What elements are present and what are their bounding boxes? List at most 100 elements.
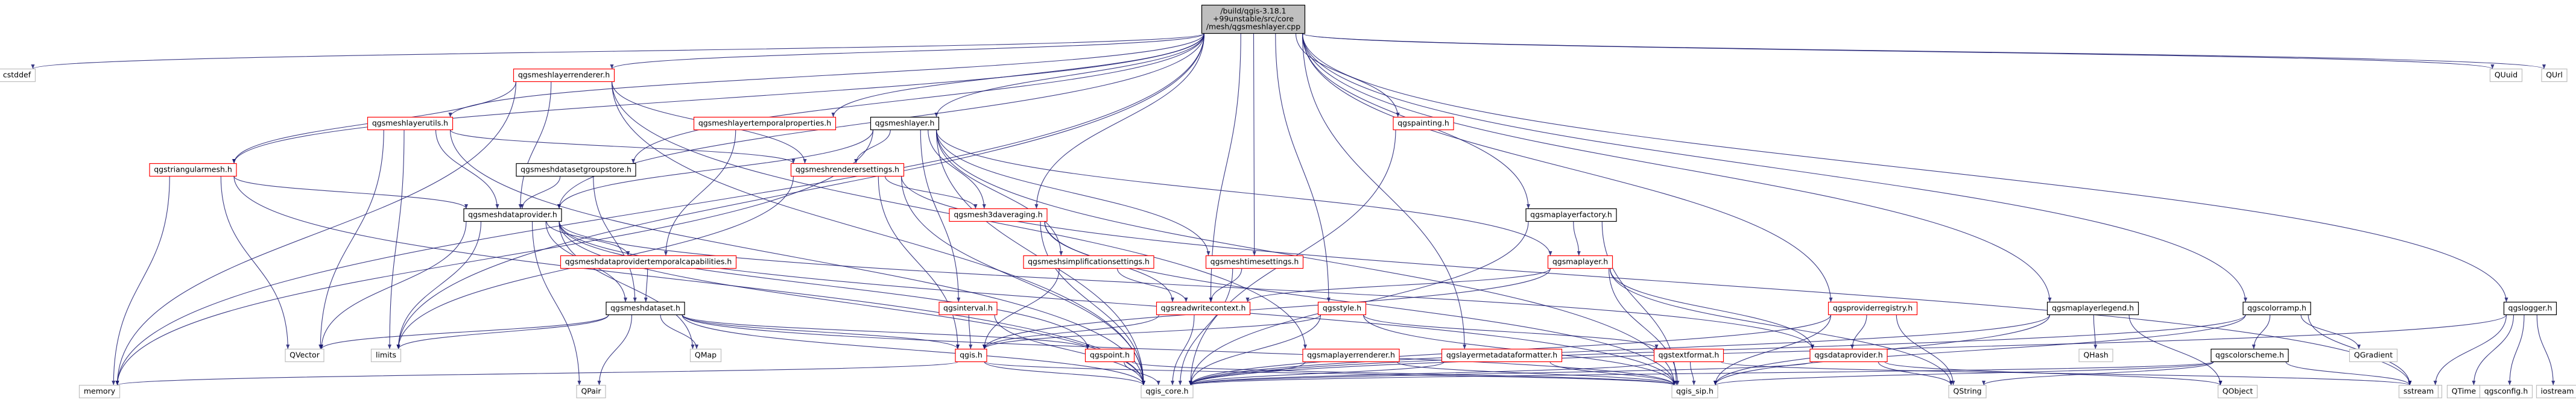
node-box: [1317, 301, 1367, 316]
node-qgsmaplayerlegend[interactable]: qgsmaplayerlegend.h: [2046, 301, 2139, 316]
node-qgsmeshtimesettings[interactable]: qgsmeshtimesettings.h: [1205, 255, 1304, 269]
edge-qgscolorscheme-to-qstring: [1982, 361, 2214, 386]
edge-qgslogger-to-qtime: [2472, 314, 2514, 386]
node-memory: memory: [78, 384, 121, 399]
node-label: qgsmaplayerlegend.h: [2052, 304, 2134, 313]
node-label: qgslogger.h: [2508, 304, 2552, 313]
edge-root-to-qgsmeshdatasetgroupstore: [631, 33, 1205, 164]
edge-qgslogger-to-qgsconfig: [2507, 314, 2525, 386]
edge-root-to-qgslogger: [1302, 33, 2508, 302]
edge-qgspoint-to-qgis_core: [1124, 361, 1160, 386]
node-box: [1671, 384, 1718, 399]
edge-qgsmeshlayerutils-to-qvector: [318, 130, 384, 349]
edge-qgsmeshlayer-to-qgsmesh3daveraging: [928, 130, 986, 209]
node-qgis[interactable]: qgis.h: [955, 348, 987, 363]
node-qgslogger[interactable]: qgslogger.h: [2503, 301, 2557, 316]
node-qgsmesh3daveraging[interactable]: qgsmesh3daveraging.h: [949, 208, 1048, 222]
node-quuid: QUuid: [2489, 68, 2523, 83]
edge-root-to-qgsproviderregistry: [1302, 33, 1833, 302]
node-qgsdataprovider[interactable]: qgsdataprovider.h: [1809, 348, 1888, 363]
edge-qgslogger-to-sstream: [2433, 314, 2507, 386]
edge-qgsmaplayer-to-qgsreadwritecontext: [1245, 268, 1551, 302]
node-label: qgsmeshdataprovidertemporalcapabilities.…: [565, 257, 732, 266]
edge-qgsmeshlayerrenderer-to-qgsmeshdataprovider: [518, 81, 552, 209]
edge-qgsmeshlayerrenderer-to-memory: [115, 81, 517, 386]
node-sstream: sstream: [2398, 384, 2439, 399]
node-qgsmeshdataprovider[interactable]: qgsmeshdataprovider.h: [463, 208, 562, 222]
edge-qgsmeshlayerrenderer-to-qgis_core: [611, 81, 1146, 386]
node-label: qgsmeshlayerrenderer.h: [518, 70, 610, 80]
node-label: /mesh/qgsmeshlayer.cpp: [1206, 22, 1300, 31]
edge-qgsmeshdatasetgroupstore-to-qgsmeshdataprovider: [520, 176, 561, 209]
node-box: [1302, 348, 1400, 363]
node-label: qgstriangularmesh.h: [154, 165, 232, 174]
node-label: qgsmeshlayerutils.h: [372, 119, 448, 128]
node-qgsmaplayerfactory[interactable]: qgsmaplayerfactory.h: [1525, 208, 1617, 222]
node-box: [576, 384, 606, 399]
node-qgscolorramp[interactable]: qgscolorramp.h: [2242, 301, 2311, 316]
node-label: qgsmeshdataset.h: [610, 304, 680, 313]
node-qgspainting[interactable]: qgspainting.h: [1393, 116, 1454, 131]
node-box: [560, 255, 737, 269]
edge-qgsmeshdataset-to-qgis: [682, 314, 960, 349]
node-qgsreadwritecontext[interactable]: qgsreadwritecontext.h: [1156, 301, 1251, 316]
node-box: [367, 116, 454, 131]
edge-qgsmeshlayerutils-to-qgis_core: [449, 130, 1146, 386]
node-qgsmeshrenderersettings[interactable]: qgsmeshrenderersettings.h: [790, 163, 905, 177]
node-box: [955, 348, 987, 363]
node-qgsmeshlayer[interactable]: qgsmeshlayer.h: [870, 116, 940, 131]
edge-qgsmeshsimplificationsettings-to-qgis: [982, 268, 1060, 349]
edge-qgsmaplayer-to-qstring: [1609, 268, 1954, 386]
node-qgstriangularmesh[interactable]: qgstriangularmesh.h: [149, 163, 237, 177]
node-label: QPair: [581, 387, 601, 396]
node-qgspoint[interactable]: qgspoint.h: [1084, 348, 1135, 363]
edge-qgsmaplayer-to-qgis: [983, 268, 1551, 349]
node-qurl: QUrl: [2541, 68, 2568, 83]
node-qgsinterval[interactable]: qgsinterval.h: [938, 301, 998, 316]
edge-qgsinterval-to-qgis_core: [994, 314, 1146, 386]
node-qgscolorscheme[interactable]: qgscolorscheme.h: [2210, 348, 2289, 363]
node-qgsmeshdatasetgroupstore[interactable]: qgsmeshdatasetgroupstore.h: [516, 163, 636, 177]
node-label: qgsreadwritecontext.h: [1161, 304, 1246, 313]
node-label: qgscolorramp.h: [2247, 304, 2306, 313]
edge-qgsmeshtimesettings-to-qgis_core: [1178, 268, 1233, 386]
node-qgstextformat[interactable]: qgstextformat.h: [1653, 348, 1724, 363]
node-qpair: QPair: [576, 384, 606, 399]
edge-qgsmaplayerrenderer-to-qgis_sip: [1396, 361, 1676, 386]
node-qgsmeshdataprovidertemporalcapabilities[interactable]: qgsmeshdataprovidertemporalcapabilities.…: [560, 255, 737, 269]
node-qgsstyle[interactable]: qgsstyle.h: [1317, 301, 1367, 316]
node-box: [285, 348, 324, 363]
node-root[interactable]: /build/qgis-3.18.1+99unstable/src/core/m…: [1201, 4, 1306, 34]
edge-qgsmaplayerrenderer-to-qgis_core: [1188, 361, 1306, 386]
node-label: qgsconfig.h: [2484, 387, 2528, 396]
edge-root-to-qurl: [1302, 33, 2546, 69]
node-box: [2541, 68, 2568, 83]
edge-root-to-qgsmeshtimesettings: [1252, 33, 1256, 256]
edge-qgsmesh3daveraging-to-qgis_core: [1040, 221, 1146, 386]
node-label: qgscolorscheme.h: [2215, 351, 2284, 360]
node-label: qgsmesh3daveraging.h: [954, 210, 1042, 219]
node-qgsmeshdataset[interactable]: qgsmeshdataset.h: [606, 301, 685, 316]
edge-qgsmeshdataset-to-qpair: [597, 314, 633, 386]
node-box: [1201, 4, 1306, 34]
node-qgsmaplayer[interactable]: qgsmaplayer.h: [1547, 255, 1613, 269]
edge-qgstriangularmesh-to-qvector: [220, 176, 290, 349]
node-qgsmeshsimplificationsettings[interactable]: qgsmeshsimplificationsettings.h: [1023, 255, 1154, 269]
edge-qgis-to-qgis_sip: [984, 361, 1676, 386]
node-iostream: iostream: [2536, 384, 2576, 399]
node-qgsproviderregistry[interactable]: qgsproviderregistry.h: [1828, 301, 1918, 316]
node-label: qgsmaplayerfactory.h: [1530, 210, 1612, 219]
edge-qgsmeshdataprovider-to-qpair: [531, 221, 581, 386]
node-box: [2489, 68, 2523, 83]
node-box: [1205, 255, 1304, 269]
node-qgsmeshlayerrenderer[interactable]: qgsmeshlayerrenderer.h: [513, 68, 615, 83]
edge-qgstextformat-to-qcolor: [1720, 361, 2412, 386]
edge-root-to-qgsmeshlayer: [934, 33, 1205, 117]
node-qgsmeshlayerutils[interactable]: qgsmeshlayerutils.h: [367, 116, 454, 131]
node-qgsmaplayerrenderer[interactable]: qgsmaplayerrenderer.h: [1302, 348, 1400, 363]
nodes-layer: /build/qgis-3.18.1+99unstable/src/core/m…: [0, 4, 2576, 399]
edge-qgsstyle-to-qgis_core: [1188, 314, 1321, 386]
node-qgsmeshlayertemporalproperties[interactable]: qgsmeshlayertemporalproperties.h: [693, 116, 837, 131]
node-qgradient: QGradient: [2349, 348, 2398, 363]
node-qgslayermetadataformatter[interactable]: qgslayermetadataformatter.h: [1441, 348, 1563, 363]
